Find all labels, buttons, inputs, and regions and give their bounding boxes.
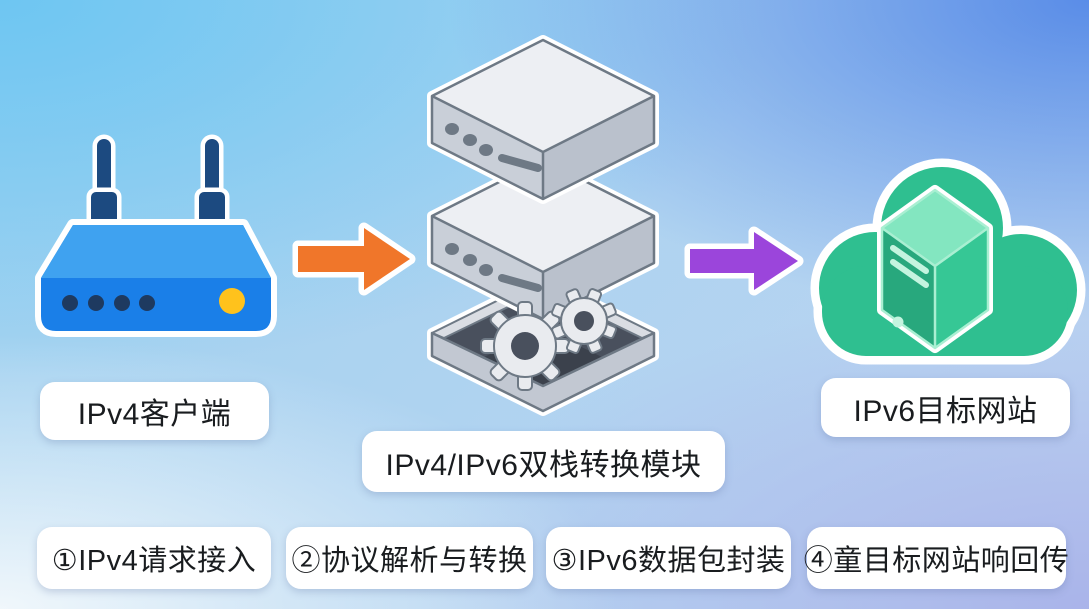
gear-icon-large	[480, 301, 570, 391]
wifi-router-icon	[35, 134, 277, 337]
router-top-face	[41, 225, 271, 278]
server-slab-top	[427, 35, 659, 204]
node-label-dual-stack-module: IPv4/IPv6双栈转换模块	[362, 431, 725, 492]
step-label: ④童目标网站响回传	[803, 545, 1070, 577]
node-label-ipv4-client: IPv4客户端	[40, 382, 269, 440]
node-label-text: IPv4/IPv6双栈转换模块	[385, 448, 702, 482]
step-label: ②协议解析与转换	[291, 545, 528, 577]
gear-icon-small	[551, 288, 617, 354]
step-chip-2: ②协议解析与转换	[286, 527, 533, 589]
node-label-text: IPv4客户端	[77, 398, 232, 431]
step-chip-4: ④童目标网站响回传	[804, 527, 1069, 589]
arrow-right-icon	[292, 222, 416, 296]
server-stack-gears-icon	[427, 35, 659, 416]
server-slab-middle	[427, 155, 659, 324]
step-label: ③IPv6数据包封装	[551, 545, 786, 577]
node-label-ipv6-target: IPv6目标网站	[821, 378, 1070, 437]
step-chip-3: ③IPv6数据包封装	[546, 527, 791, 589]
router-led	[219, 288, 245, 314]
step-label: ①IPv4请求接入	[51, 545, 257, 577]
node-label-text: IPv6目标网站	[853, 394, 1038, 428]
step-chip-1: ①IPv4请求接入	[37, 527, 271, 589]
router-antennas	[86, 134, 230, 235]
router-port-dots	[62, 295, 155, 311]
arrow-right-icon	[684, 226, 804, 296]
server-tower	[877, 185, 993, 353]
cloud-server-icon	[810, 158, 1086, 365]
